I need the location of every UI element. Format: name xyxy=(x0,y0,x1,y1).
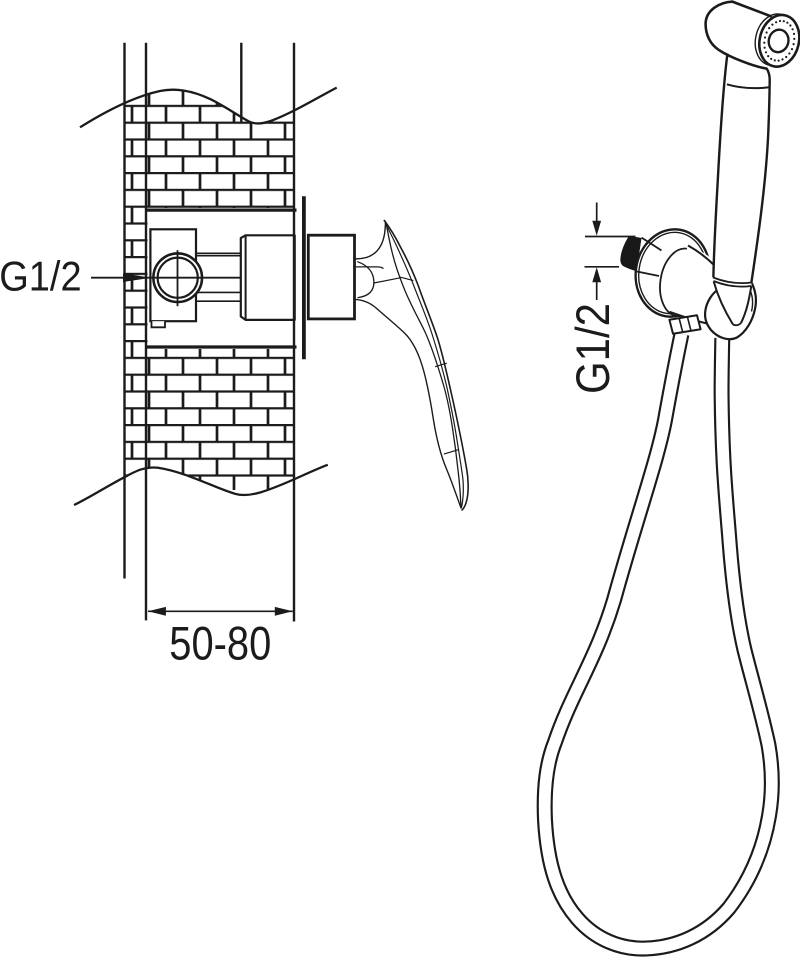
svg-text:G1/2: G1/2 xyxy=(566,303,619,394)
svg-text:G1/2: G1/2 xyxy=(0,253,82,299)
svg-text:50-80: 50-80 xyxy=(169,617,271,669)
